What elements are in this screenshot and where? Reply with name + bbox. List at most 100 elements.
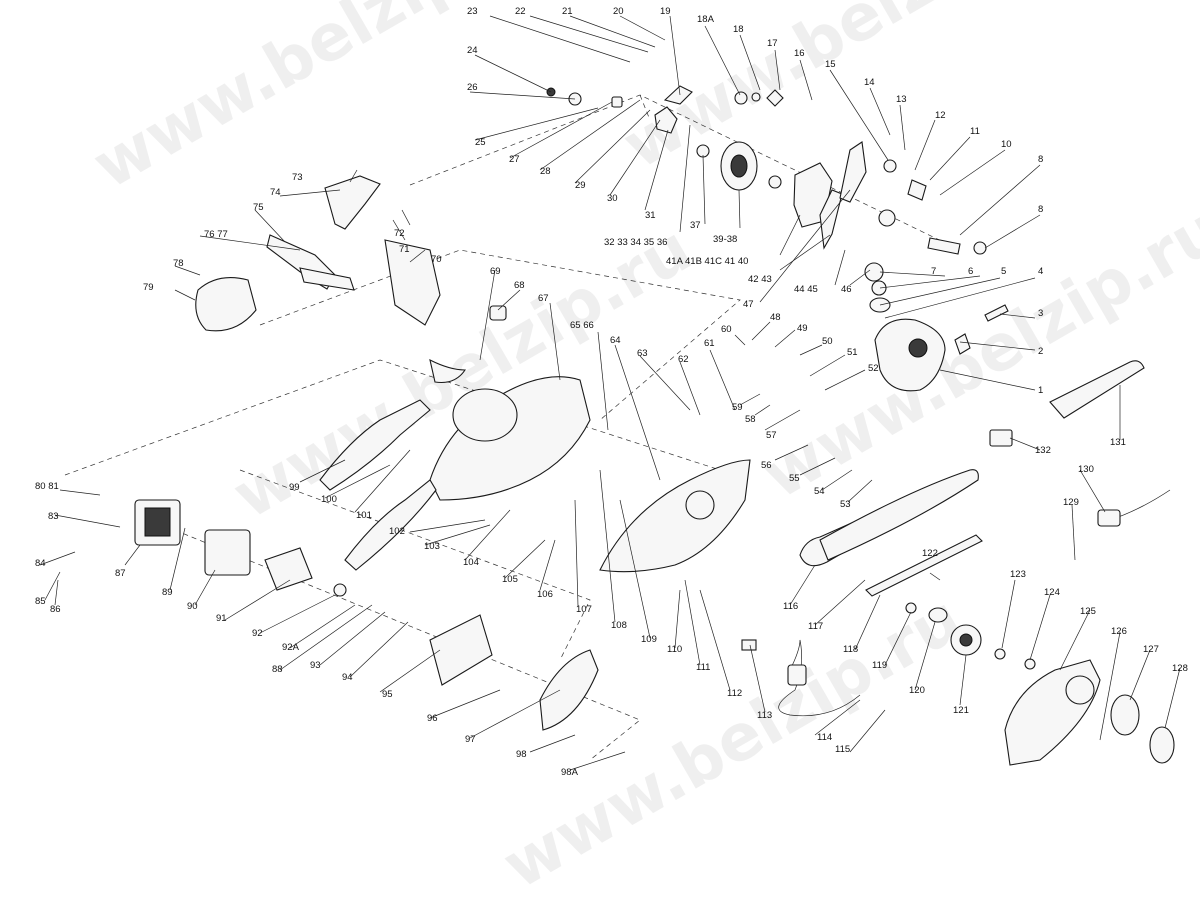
part-label-128: 128 [1172,663,1188,674]
part-label-26: 26 [467,82,478,93]
part-label-61: 61 [704,338,715,349]
part-label-16: 16 [794,48,805,59]
part-label-48: 48 [770,312,781,323]
part-label-85: 85 [35,596,46,607]
leader-lines [39,15,1181,771]
part-label-21: 21 [562,6,573,17]
part-label-67: 67 [538,293,549,304]
part-label-62: 62 [678,354,689,365]
part-label-127: 127 [1143,644,1159,655]
part-label-102: 102 [389,526,405,537]
part-label-98: 98 [516,749,527,760]
part-label-89: 89 [162,587,173,598]
part-label-44-45: 44 45 [794,284,818,295]
part-label-90: 90 [187,601,198,612]
part-label-13: 13 [896,94,907,105]
part-label-27: 27 [509,154,520,165]
part-label-71: 71 [399,244,410,255]
part-label-2: 2 [1038,346,1043,357]
part-label-80-81: 80 81 [35,481,59,492]
part-label-78: 78 [173,258,184,269]
watermark: www.belzip.ru [491,582,974,898]
part-label-109: 109 [641,634,657,645]
part-label-100: 100 [321,494,337,505]
part-label-7: 7 [931,266,936,277]
part-label-72: 72 [394,228,405,239]
part-label-37: 37 [690,220,701,231]
part-label-115: 115 [835,744,850,755]
part-label-101: 101 [356,510,372,521]
part-label-23: 23 [467,6,478,17]
part-label-121: 121 [953,705,969,716]
part-label-39-38: 39-38 [713,234,737,245]
part-label-126: 126 [1111,626,1127,637]
part-label-32-36: 32 33 34 35 36 [604,237,667,248]
part-label-18: 18 [733,24,744,35]
part-label-68: 68 [514,280,525,291]
part-label-60: 60 [721,324,732,335]
part-label-120: 120 [909,685,925,696]
part-label-4: 4 [1038,266,1043,277]
part-label-29: 29 [575,180,586,191]
part-label-54: 54 [814,486,825,497]
part-label-87: 87 [115,568,126,579]
part-label-17: 17 [767,38,778,49]
part-label-117: 117 [808,621,823,632]
part-label-5: 5 [1001,266,1006,277]
part-label-24: 24 [467,45,478,56]
part-label-52: 52 [868,363,879,374]
part-label-41-40: 41A 41B 41C 41 40 [666,256,748,267]
part-label-97: 97 [465,734,476,745]
part-label-94: 94 [342,672,353,683]
part-label-107: 107 [576,604,592,615]
part-label-86: 86 [50,604,61,615]
part-label-42-43: 42 43 [748,274,772,285]
part-labels: 23 22 21 20 19 18A 18 17 16 15 14 13 12 … [35,6,1188,778]
part-label-119: 119 [872,660,887,671]
part-label-93: 93 [310,660,321,671]
watermark: www.belzip.ru [751,192,1200,514]
part-label-92: 92 [252,628,263,639]
part-label-118: 118 [843,644,858,655]
watermark-group: www.belzip.ru www.belzip.ru www.belzip.r… [81,0,1200,898]
part-label-106: 106 [537,589,553,600]
part-label-129: 129 [1063,497,1079,508]
part-label-55: 55 [789,473,800,484]
part-label-95: 95 [382,689,393,700]
part-label-112: 112 [727,688,742,699]
part-label-84: 84 [35,558,46,569]
part-label-83: 83 [48,511,59,522]
part-label-53: 53 [840,499,851,510]
part-label-46: 46 [841,284,852,295]
part-label-31: 31 [645,210,656,221]
part-label-74: 74 [270,187,281,198]
part-label-123: 123 [1010,569,1026,580]
part-label-91: 91 [216,613,227,624]
part-label-110: 110 [667,644,682,655]
part-label-131: 131 [1110,437,1126,448]
part-label-122: 122 [922,548,938,559]
part-label-28: 28 [540,166,551,177]
part-label-25: 25 [475,137,486,148]
part-label-59: 59 [732,402,743,413]
part-label-18A: 18A [697,14,715,25]
part-label-98A: 98A [561,767,579,778]
part-label-20: 20 [613,6,624,17]
part-label-49: 49 [797,323,808,334]
part-label-124: 124 [1044,587,1060,598]
part-label-105: 105 [502,574,518,585]
part-label-96: 96 [427,713,438,724]
part-label-130: 130 [1078,464,1094,475]
part-label-65-66: 65 66 [570,320,594,331]
watermark: www.belzip.ru [81,0,564,204]
part-label-19: 19 [660,6,671,17]
part-label-51: 51 [847,347,858,358]
part-label-125: 125 [1080,606,1096,617]
part-label-113: 113 [757,710,772,721]
part-label-132: 132 [1035,445,1051,456]
parts [134,85,1175,766]
part-label-63: 63 [637,348,648,359]
part-label-79: 79 [143,282,154,293]
part-label-108: 108 [611,620,627,631]
part-label-73: 73 [292,172,303,183]
